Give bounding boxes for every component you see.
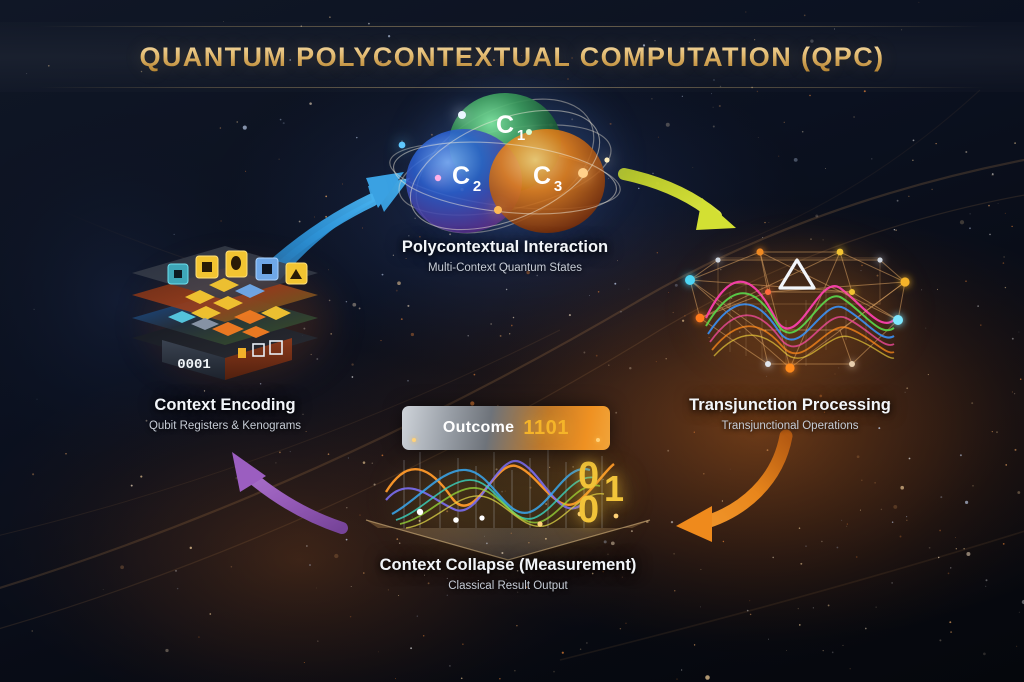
register-bits: 0001 (177, 357, 211, 373)
transjunction-triangle-icon (778, 258, 816, 290)
arrow-interaction-to-transjunction (618, 168, 736, 230)
encoding-plate-2 (132, 268, 318, 322)
svg-text:2: 2 (473, 178, 481, 195)
kenogram-tiles (168, 278, 291, 338)
node-transjunction-processing[interactable]: Transjunction Processing Transjunctional… (665, 396, 915, 432)
collapse-subcaption: Classical Result Output (448, 580, 568, 592)
collapse-caption: Context Collapse (Measurement) (379, 556, 637, 574)
qubit-register-block: 0001 (162, 338, 292, 380)
sphere-c1-label: C (496, 111, 514, 139)
collapse-bit-0b: 0 (578, 489, 600, 531)
outcome-badge[interactable]: Outcome 1101 (402, 406, 610, 450)
badge-bolt-right (596, 438, 600, 442)
collapse-bit-1: 1 (604, 468, 625, 509)
sphere-c1 (449, 93, 561, 193)
arrow-transjunction-to-collapse (676, 429, 793, 542)
sphere-c3 (489, 129, 605, 233)
transjunction-subcaption: Transjunctional Operations (721, 420, 859, 432)
sphere-c2-label: C (452, 162, 470, 190)
svg-text:1: 1 (517, 127, 525, 144)
svg-text:3: 3 (554, 178, 562, 195)
outcome-label: Outcome (442, 419, 515, 436)
encoding-plate-4 (132, 311, 318, 365)
title-band: QUANTUM POLYCONTEXTUAL COMPUTATION (QPC) (0, 22, 1024, 92)
collapse-base-plate (366, 520, 650, 560)
encoding-glow (150, 268, 330, 378)
node-polycontextual-interaction[interactable]: Polycontextual Interaction Multi-Context… (355, 238, 655, 274)
arrow-collapse-to-encoding (232, 452, 348, 534)
interaction-glow (420, 90, 610, 230)
interaction-subcaption: Multi-Context Quantum States (427, 262, 583, 274)
kenogram-cards (167, 250, 308, 285)
encoding-caption: Context Encoding (154, 396, 296, 414)
encoding-plate-1 (132, 246, 318, 300)
node-context-encoding[interactable]: Context Encoding Qubit Registers & Kenog… (105, 396, 345, 432)
sphere-c3-label: C (533, 162, 551, 190)
sphere-c2 (406, 129, 522, 233)
encoding-plate-3 (132, 291, 318, 345)
badge-bolt-left (412, 438, 416, 442)
transjunction-caption: Transjunction Processing (689, 396, 891, 414)
transjunction-waves (705, 280, 895, 368)
outcome-value: 1101 (523, 416, 570, 439)
measurement-stems (403, 446, 603, 528)
transjunction-glow (700, 250, 900, 370)
interaction-caption: Polycontextual Interaction (401, 238, 609, 256)
lattice-edges (688, 251, 906, 369)
lattice-nodes (685, 248, 910, 373)
encoding-subcaption: Qubit Registers & Kenograms (148, 420, 302, 432)
node-context-collapse[interactable]: Context Collapse (Measurement) Classical… (358, 556, 658, 592)
page-title: QUANTUM POLYCONTEXTUAL COMPUTATION (QPC) (139, 41, 885, 72)
